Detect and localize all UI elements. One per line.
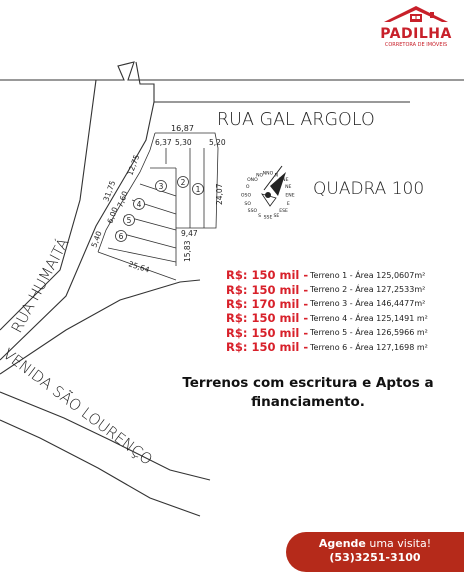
dim-top-total: 16,87 — [171, 124, 194, 133]
compass-label: ONO — [247, 177, 258, 183]
price-value: R$: 150 mil - — [226, 282, 309, 297]
compass-label: SE — [273, 213, 279, 219]
compass-label: SSE — [264, 215, 273, 221]
compass-label: O — [246, 184, 250, 190]
lot-description: Terreno 5 - Área 126,5966 m² — [310, 328, 428, 338]
price-value: R$: 170 mil - — [226, 296, 309, 311]
lot-label-6: 6 — [119, 232, 124, 241]
house-roof-icon — [384, 6, 448, 22]
lot-label-4: 4 — [137, 200, 142, 209]
dim-top-b: 5,30 — [175, 138, 192, 147]
dim-top-c: 5,20 — [209, 138, 226, 147]
price-list: R$: 150 mil -Terreno 1 - Área 125,0607m²… — [226, 268, 462, 354]
lot-markers — [115, 176, 204, 242]
compass-label: NNO — [263, 171, 274, 177]
dim-bottom: 25,64 — [127, 259, 150, 274]
street-name-top: RUA GAL ARGOLO — [217, 110, 375, 130]
lot-description: Terreno 6 - Área 127,1698 m² — [310, 342, 428, 352]
price-value: R$: 150 mil - — [226, 340, 309, 355]
lot-marker-2 — [177, 176, 189, 188]
price-value: R$: 150 mil - — [226, 268, 309, 283]
dim-top-a: 6,37 — [155, 138, 172, 147]
price-row: R$: 150 mil -Terreno 1 - Área 125,0607m² — [226, 268, 462, 282]
price-value: R$: 150 mil - — [226, 325, 309, 340]
dim-left-c: 6,00 — [105, 206, 119, 225]
lot-marker-3 — [155, 180, 167, 192]
dim-left-e: 5,40 — [89, 230, 103, 249]
street-name-left: RUA HUMAITÁ — [7, 235, 73, 336]
lot-outline — [97, 132, 219, 281]
cta-label-rest: uma visita! — [365, 537, 432, 550]
price-row: R$: 150 mil -Terreno 4 - Área 125,1491 m… — [226, 311, 462, 325]
dim-lower: 15,83 — [183, 240, 192, 262]
cta-phone: (53)3251-3100 — [329, 551, 421, 564]
compass-label: OSO — [241, 193, 252, 199]
compass-label: NO — [256, 172, 263, 178]
compass-label: ENE — [285, 193, 294, 199]
logo-name: PADILHA — [380, 26, 452, 42]
lot-description: Terreno 3 - Área 146,4477m² — [310, 299, 426, 309]
cta-label: Agende uma visita! — [286, 537, 464, 550]
lot-label-5: 5 — [127, 216, 132, 225]
lot-marker-1 — [192, 183, 204, 195]
dim-left-a: 31,75 — [101, 179, 117, 202]
lot-label-1: 1 — [196, 185, 201, 194]
compass-label: SO — [244, 201, 251, 207]
compass-label: N — [275, 172, 278, 178]
lot-marker-4 — [133, 198, 145, 210]
dim-right-side: 24,07 — [215, 183, 224, 205]
lot-label-3: 3 — [159, 182, 164, 191]
street-name-bottom: VENIDA SÃO LOURENÇO — [0, 344, 156, 469]
dim-left-d: 7,60 — [115, 190, 129, 209]
schedule-visit-button[interactable]: Agende uma visita! (53)3251-3100 — [286, 532, 464, 572]
company-logo: PADILHA CORRETORA DE IMÓVEIS — [372, 4, 460, 48]
price-row: R$: 150 mil -Terreno 2 - Área 127,2533m² — [226, 282, 462, 297]
street-outlines — [0, 61, 464, 517]
cta-label-bold: Agende — [318, 537, 366, 550]
lot-description: Terreno 2 - Área 127,2533m² — [310, 285, 426, 295]
block-name: QUADRA 100 — [313, 179, 424, 199]
price-row: R$: 150 mil -Terreno 6 - Área 127,1698 m… — [226, 340, 462, 354]
lot-label-2: 2 — [181, 178, 186, 187]
dim-inner: 9,47 — [181, 229, 198, 238]
price-value: R$: 150 mil - — [226, 311, 309, 326]
lot-marker-6 — [115, 230, 127, 242]
lot-description: Terreno 1 - Área 125,0607m² — [310, 270, 426, 280]
compass-needle-icon — [270, 172, 286, 196]
compass-label: S — [258, 213, 261, 219]
price-row: R$: 170 mil -Terreno 3 - Área 146,4477m² — [226, 297, 462, 311]
compass-label: NE — [285, 184, 291, 190]
price-row: R$: 150 mil -Terreno 5 - Área 126,5966 m… — [226, 326, 462, 340]
headline: Terrenos com escritura e Aptos a financi… — [182, 375, 434, 410]
lot-description: Terreno 4 - Área 125,1491 m² — [310, 313, 428, 323]
compass-label: E — [287, 201, 290, 207]
logo-subtitle: CORRETORA DE IMÓVEIS — [384, 42, 448, 48]
compass-label: ESE — [279, 208, 288, 214]
compass-label: SSO — [248, 208, 258, 214]
compass-rose — [261, 165, 286, 207]
compass-label: NNE — [279, 177, 289, 183]
lot-marker-5 — [123, 214, 135, 226]
